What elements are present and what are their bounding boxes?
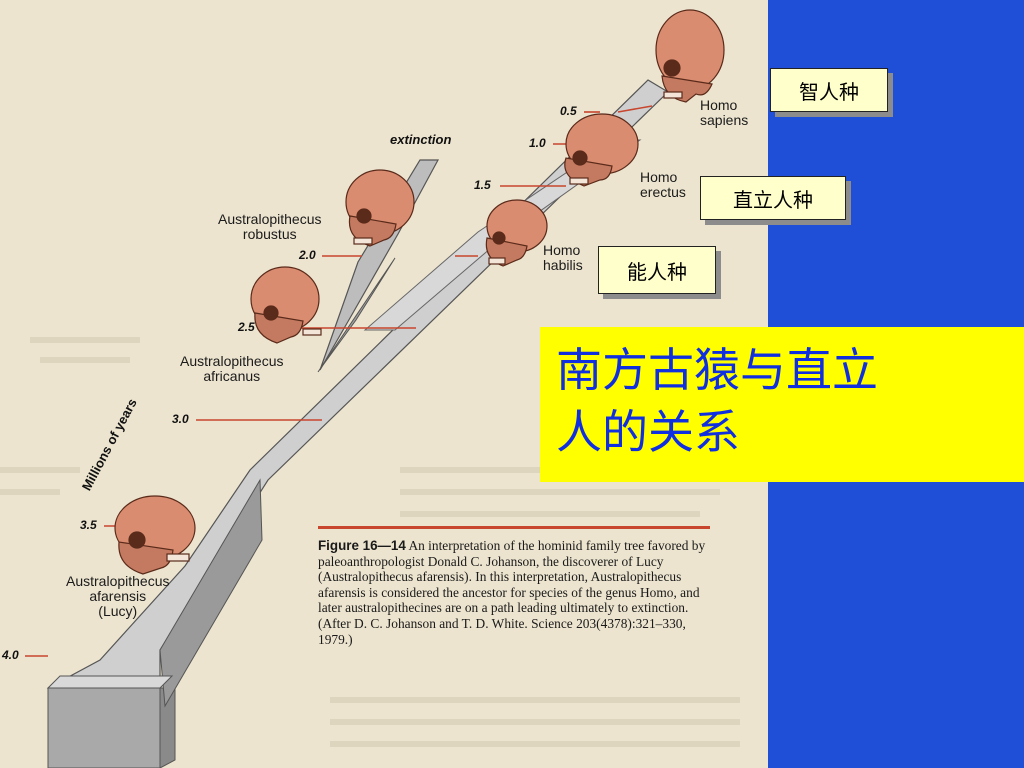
species-box-label: 能人种 bbox=[627, 259, 687, 284]
slide-title: 南方古猿与直立 人的关系 bbox=[556, 343, 878, 459]
species-label-a-africanus: Australopithecus africanus bbox=[180, 353, 284, 384]
tick-label: 3.0 bbox=[172, 412, 189, 426]
species-box-sapiens: 智人种 bbox=[770, 68, 888, 112]
tick-label: 1.5 bbox=[474, 178, 491, 192]
textbook-figure-scan: 0.5 1.0 1.5 2.0 2.5 3.0 3.5 4.0 extincti… bbox=[0, 0, 768, 768]
tick-label: 1.0 bbox=[529, 136, 546, 150]
tick-label: 2.5 bbox=[238, 320, 255, 334]
tick-label: 2.0 bbox=[299, 248, 316, 262]
species-label-a-robustus: Australopithecus robustus bbox=[218, 211, 322, 242]
species-box-label: 直立人种 bbox=[733, 187, 813, 212]
caption-text: An interpretation of the hominid family … bbox=[318, 538, 706, 647]
extinction-label: extinction bbox=[390, 132, 452, 147]
tick-label: 4.0 bbox=[2, 648, 19, 662]
hominid-tree-diagram bbox=[0, 9, 740, 768]
species-label-homo-sapiens: Homo sapiens bbox=[700, 97, 749, 128]
skull-icon-homo-sapiens bbox=[655, 9, 725, 103]
skull-icon-a-africanus bbox=[250, 266, 322, 344]
species-box-erectus: 直立人种 bbox=[700, 176, 846, 220]
species-box-label: 智人种 bbox=[799, 79, 859, 104]
skull-icon-a-robustus bbox=[345, 169, 415, 247]
caption-rule bbox=[318, 526, 710, 529]
skull-icon-a-afarensis bbox=[114, 495, 196, 575]
show-through-text bbox=[0, 337, 740, 747]
skull-icons bbox=[114, 9, 725, 575]
species-label-homo-erectus: Homo erectus bbox=[640, 169, 686, 200]
figure-caption: Figure 16—14 An interpretation of the ho… bbox=[318, 526, 710, 647]
tick-label: 0.5 bbox=[560, 104, 577, 118]
skull-icon-homo-habilis bbox=[485, 199, 548, 267]
species-label-homo-habilis: Homo habilis bbox=[543, 242, 583, 273]
tick-label: 3.5 bbox=[80, 518, 97, 532]
species-box-habilis: 能人种 bbox=[598, 246, 716, 294]
slide-title-box: 南方古猿与直立 人的关系 bbox=[540, 327, 1024, 482]
species-label-a-afarensis: Australopithecus afarensis (Lucy) bbox=[66, 573, 170, 619]
skull-icon-homo-erectus bbox=[564, 113, 639, 187]
figure-number: Figure 16—14 bbox=[318, 538, 406, 553]
